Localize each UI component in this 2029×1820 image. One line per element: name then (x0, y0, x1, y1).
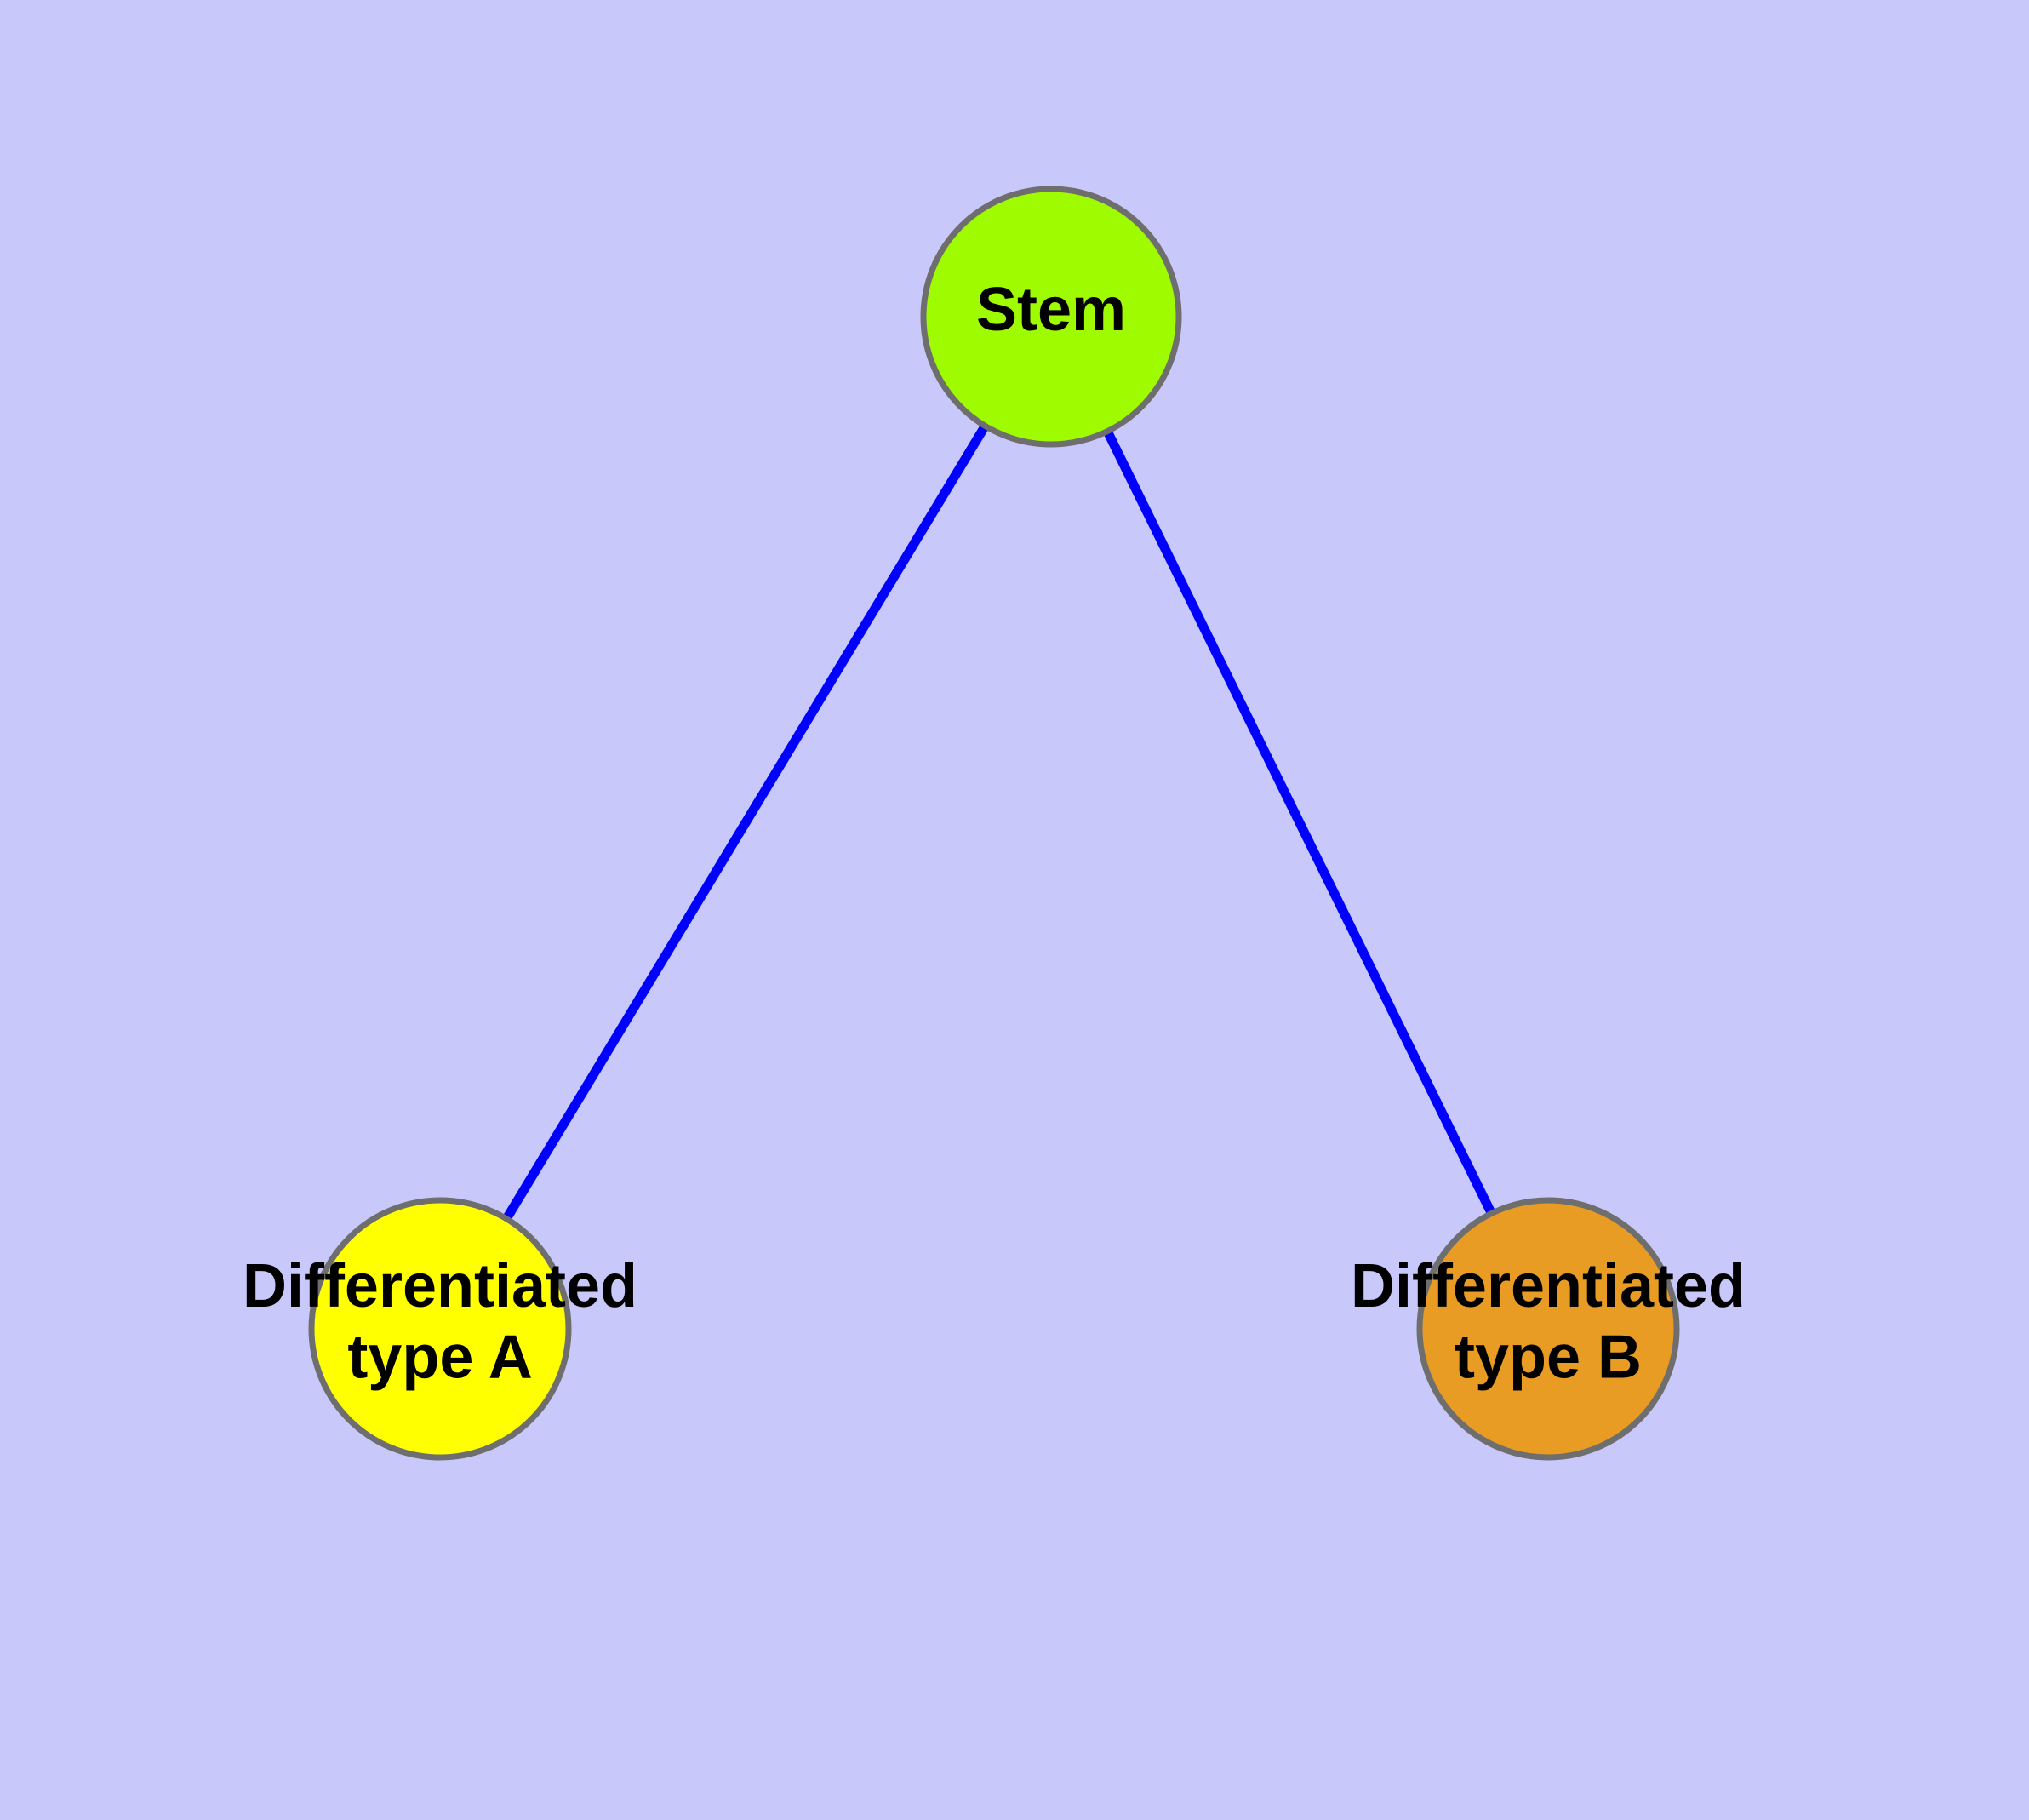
graph-node-diff_b[interactable] (1416, 1197, 1680, 1461)
graph-node-stem[interactable] (920, 186, 1182, 448)
node-label-line: Stem (976, 276, 1126, 344)
node-label-line: Differentiated (243, 1252, 637, 1320)
node-label-stem: Stem (976, 276, 1126, 344)
node-label-line: type B (1455, 1324, 1642, 1392)
node-label-line: type A (347, 1324, 532, 1392)
node-label-line: Differentiated (1351, 1252, 1746, 1320)
nodes-layer (308, 186, 1680, 1461)
graph-edge[interactable] (1047, 314, 1552, 1331)
edges-layer (436, 314, 1552, 1331)
graph-edge[interactable] (436, 314, 1055, 1331)
graph-node-diff_a[interactable] (308, 1197, 572, 1461)
